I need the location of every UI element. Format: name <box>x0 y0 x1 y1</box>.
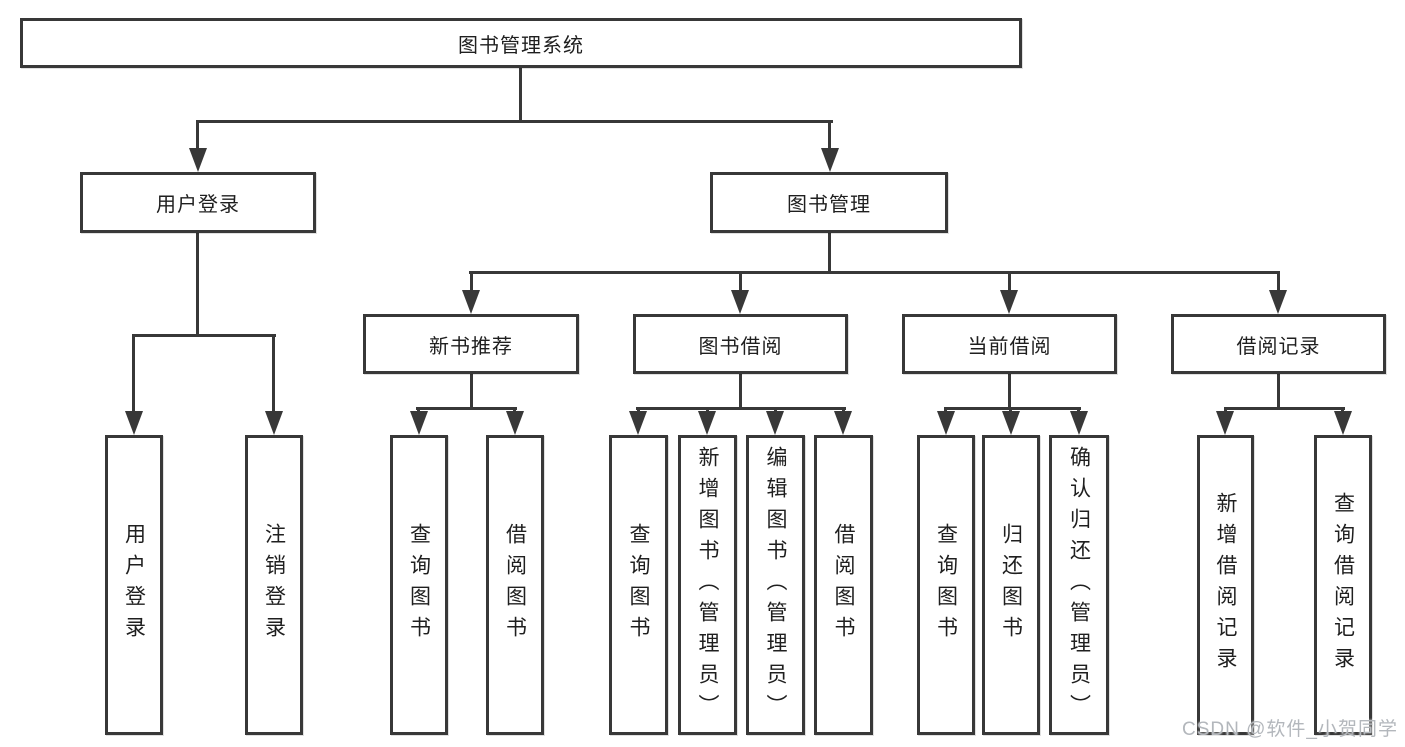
connector-line <box>1008 374 1011 410</box>
arrow-down-icon <box>937 411 955 435</box>
leaf-return-book: 归还图书 <box>982 435 1040 735</box>
connector-line <box>272 334 275 414</box>
arrow-down-icon <box>834 411 852 435</box>
node-label: 用户登录 <box>156 194 240 216</box>
node-new-book-recommendation: 新书推荐 <box>363 314 579 374</box>
arrow-down-icon <box>410 411 428 435</box>
arrow-down-icon <box>125 411 143 435</box>
node-label: 图书管理系统 <box>458 34 584 57</box>
connector-line <box>944 407 1081 410</box>
leaf-query-borrow-record: 查询借阅记录 <box>1314 435 1372 735</box>
leaf-borrow-books: 借阅图书 <box>814 435 873 735</box>
node-label: 归还图书 <box>999 523 1023 647</box>
connector-line <box>132 334 276 337</box>
node-library-management-system: 图书管理系统 <box>20 18 1022 68</box>
connector-line <box>416 407 517 410</box>
node-label: 查询图书 <box>627 523 650 647</box>
node-label: 注销登录 <box>262 523 286 647</box>
connector-line <box>1224 407 1345 410</box>
node-label: 查询图书 <box>934 523 958 647</box>
leaf-borrow-books-recommend: 借阅图书 <box>486 435 544 735</box>
connector-line <box>739 374 742 410</box>
leaf-user-login: 用户登录 <box>105 435 163 735</box>
arrow-down-icon <box>731 290 749 314</box>
leaf-edit-book-admin: 编辑图书（管理员） <box>746 435 805 735</box>
arrow-down-icon <box>506 411 524 435</box>
node-label: 查询借阅记录 <box>1331 492 1355 678</box>
connector-line <box>1277 271 1280 294</box>
connector-line <box>469 271 1280 274</box>
arrow-down-icon <box>265 411 283 435</box>
node-label: 图书借阅 <box>698 335 783 358</box>
node-label: 图书管理 <box>787 194 871 216</box>
node-book-management: 图书管理 <box>710 172 948 233</box>
node-label: 确认归还（管理员） <box>1067 445 1091 725</box>
node-label: 查询图书 <box>407 523 431 647</box>
leaf-confirm-return-admin: 确认归还（管理员） <box>1049 435 1109 735</box>
node-label: 新增图书（管理员） <box>696 445 719 725</box>
connector-line <box>1008 271 1011 294</box>
arrow-down-icon <box>629 411 647 435</box>
connector-line <box>196 120 199 152</box>
connector-line <box>828 120 831 152</box>
arrow-down-icon <box>1216 411 1234 435</box>
connector-line <box>132 334 135 414</box>
arrow-down-icon <box>1002 411 1020 435</box>
leaf-query-books-current: 查询图书 <box>917 435 975 735</box>
connector-line <box>470 374 473 410</box>
node-current-borrowing: 当前借阅 <box>902 314 1117 374</box>
node-label: 借阅记录 <box>1236 335 1321 358</box>
arrow-down-icon <box>189 148 207 172</box>
connector-line <box>519 68 522 123</box>
arrow-down-icon <box>1334 411 1352 435</box>
node-label: 编辑图书（管理员） <box>764 445 787 725</box>
arrow-down-icon <box>1070 411 1088 435</box>
arrow-down-icon <box>698 411 716 435</box>
arrow-down-icon <box>1269 290 1287 314</box>
arrow-down-icon <box>766 411 784 435</box>
node-borrowing-records: 借阅记录 <box>1171 314 1386 374</box>
connector-line <box>1277 374 1280 410</box>
csdn-watermark: CSDN @软件_小贺同学 <box>1182 719 1398 740</box>
node-book-borrowing: 图书借阅 <box>633 314 848 374</box>
leaf-query-books-recommend: 查询图书 <box>390 435 448 735</box>
node-label: 新增借阅记录 <box>1214 492 1237 678</box>
leaf-query-books-borrowing: 查询图书 <box>609 435 668 735</box>
connector-line <box>196 233 199 337</box>
connector-line <box>636 407 846 410</box>
arrow-down-icon <box>821 148 839 172</box>
connector-line <box>828 233 831 274</box>
node-label: 新书推荐 <box>429 335 513 358</box>
connector-line <box>196 120 833 123</box>
connector-line <box>739 271 742 294</box>
node-label: 当前借阅 <box>967 335 1052 358</box>
node-user-login: 用户登录 <box>80 172 316 233</box>
leaf-logout: 注销登录 <box>245 435 303 735</box>
arrow-down-icon <box>462 290 480 314</box>
node-label: 借阅图书 <box>503 523 527 647</box>
arrow-down-icon <box>1000 290 1018 314</box>
node-label: 借阅图书 <box>832 523 855 647</box>
leaf-add-book-admin: 新增图书（管理员） <box>678 435 737 735</box>
connector-line <box>470 271 473 294</box>
leaf-add-borrow-record: 新增借阅记录 <box>1197 435 1254 735</box>
node-label: 用户登录 <box>122 523 146 647</box>
